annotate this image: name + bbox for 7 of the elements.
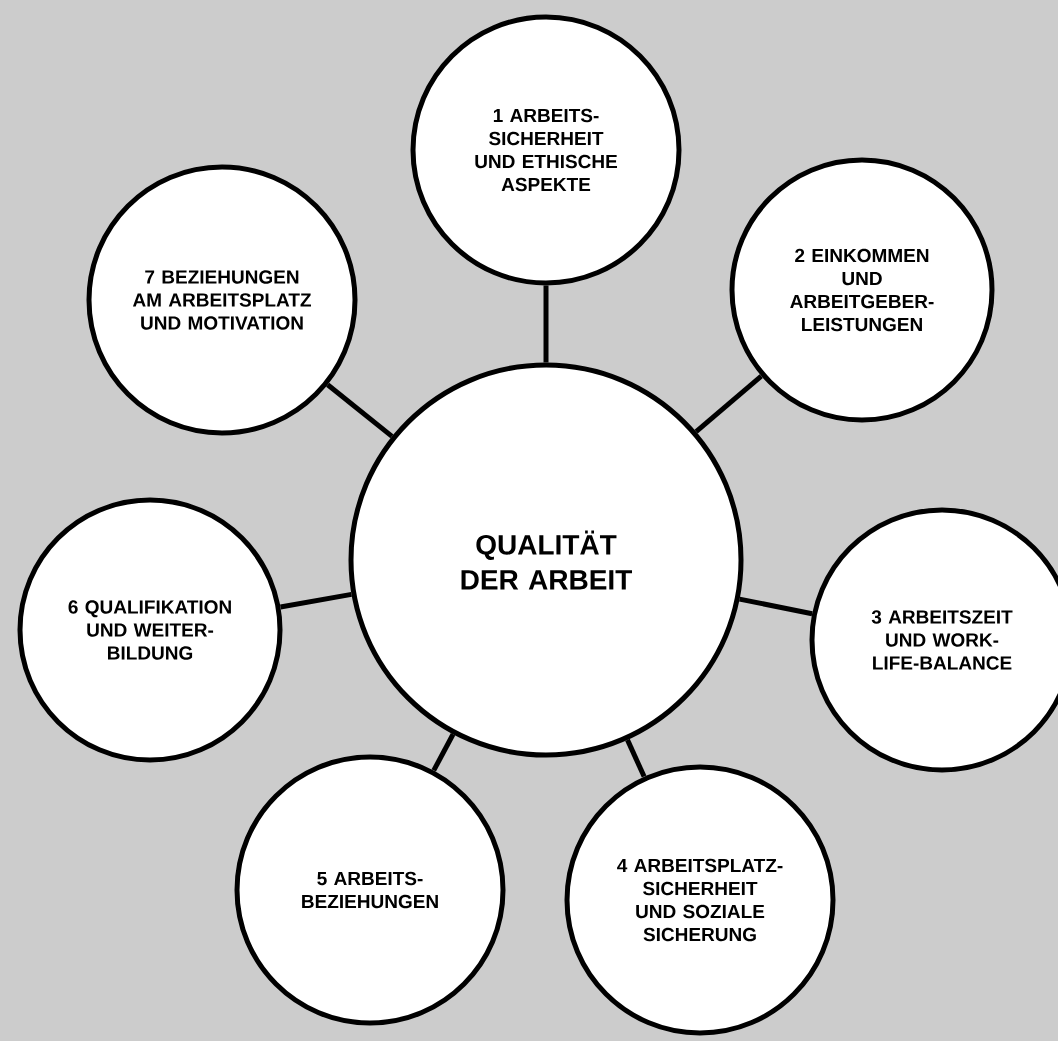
connector-line: [625, 738, 647, 778]
connector-line: [326, 382, 394, 439]
connector-line: [543, 285, 549, 363]
connector-line: [280, 591, 352, 610]
connector-line: [739, 596, 813, 617]
connector-line: [694, 374, 763, 434]
connector-line: [431, 733, 456, 772]
